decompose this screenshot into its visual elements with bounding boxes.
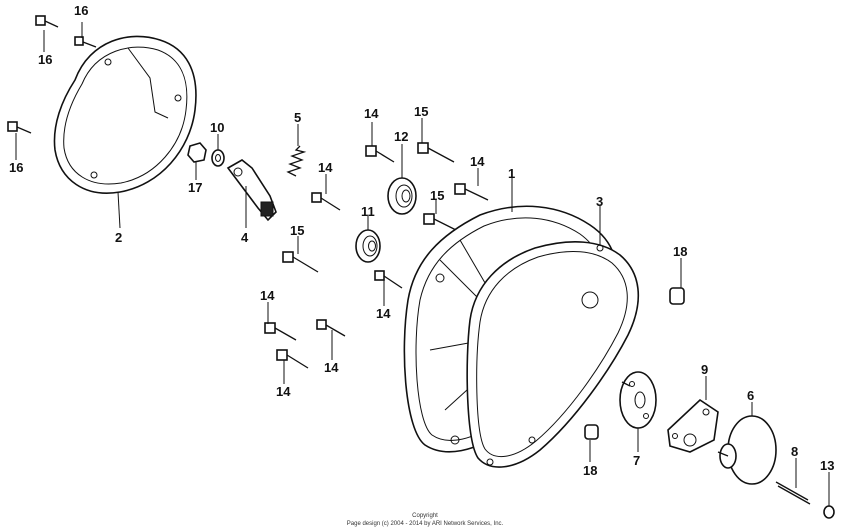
part-10-washer[interactable] (211, 149, 225, 167)
part-2-cover-plate[interactable] (53, 35, 197, 194)
label-5: 5 (294, 110, 301, 125)
part-16-screw-b[interactable] (74, 36, 97, 48)
label-7: 7 (633, 453, 640, 468)
label-2: 2 (115, 230, 122, 245)
label-13: 13 (820, 458, 834, 473)
label-16: 16 (74, 3, 88, 18)
label-12: 12 (394, 129, 408, 144)
bolt-15-a[interactable] (417, 142, 455, 163)
part-16-screw-c[interactable] (7, 121, 32, 134)
label-15: 15 (414, 104, 428, 119)
label-11: 11 (361, 204, 375, 219)
bolt-14-a[interactable] (365, 145, 395, 163)
label-9: 9 (701, 362, 708, 377)
part-8-stud-bolt[interactable] (775, 481, 811, 505)
copyright-line-1: Copyright (412, 513, 438, 519)
bolt-14-b[interactable] (454, 183, 489, 201)
bolt-14-f[interactable] (316, 319, 346, 337)
part-18-dowel-pin-b[interactable] (584, 424, 599, 440)
bolt-15-c[interactable] (282, 251, 319, 273)
part-3-gasket[interactable] (466, 241, 640, 468)
bolt-14-d[interactable] (374, 270, 403, 289)
part-17-nut[interactable] (187, 142, 207, 163)
label-8: 8 (791, 444, 798, 459)
label-15: 15 (290, 223, 304, 238)
label-18: 18 (673, 244, 687, 259)
bolt-14-g[interactable] (276, 349, 309, 369)
label-14: 14 (260, 288, 275, 303)
part-6-cap[interactable] (717, 415, 777, 485)
label-15: 15 (430, 188, 444, 203)
label-16: 16 (9, 160, 23, 175)
label-14: 14 (470, 154, 485, 169)
label-14: 14 (276, 384, 291, 399)
label-4: 4 (241, 230, 249, 245)
leader-lines (15, 22, 830, 506)
label-17: 17 (188, 180, 202, 195)
label-3: 3 (596, 194, 603, 209)
label-14: 14 (324, 360, 339, 375)
bolt-14-e[interactable] (264, 322, 297, 341)
part-number-labels: 16 16 16 2 10 17 4 5 14 15 12 14 1 14 15… (9, 3, 834, 478)
part-9-bracket[interactable] (667, 398, 719, 453)
label-1: 1 (508, 166, 515, 181)
label-6: 6 (747, 388, 754, 403)
label-10: 10 (210, 120, 224, 135)
part-5-spring[interactable] (286, 145, 307, 177)
label-14: 14 (376, 306, 391, 321)
part-13-washer[interactable] (823, 505, 835, 519)
label-16: 16 (38, 52, 52, 67)
part-4-lever-arm[interactable] (226, 159, 277, 222)
bolt-14-c[interactable] (311, 192, 341, 211)
part-11-oil-seal[interactable] (355, 229, 381, 263)
copyright-line-2: Page design (c) 2004 - 2014 by ARI Netwo… (347, 521, 504, 527)
part-18-dowel-pin-a[interactable] (669, 287, 685, 305)
label-14: 14 (318, 160, 333, 175)
label-14: 14 (364, 106, 379, 121)
label-18: 18 (583, 463, 597, 478)
part-12-oil-seal[interactable] (387, 177, 417, 215)
part-16-screw-a[interactable] (35, 15, 59, 28)
part-7-plate[interactable] (619, 371, 657, 429)
